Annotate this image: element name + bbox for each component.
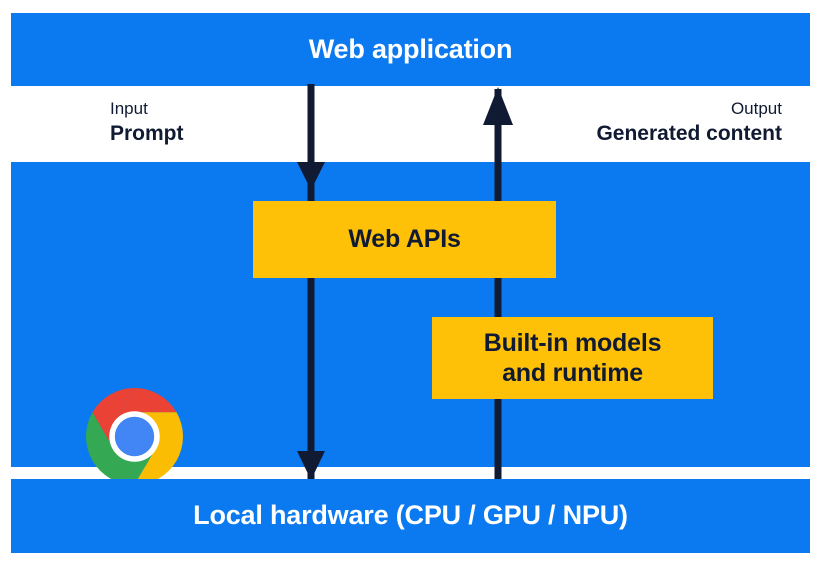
band-web-application: Web application <box>11 13 810 86</box>
chrome-logo-icon <box>85 388 183 485</box>
band-local-hardware: Local hardware (CPU / GPU / NPU) <box>11 479 810 553</box>
box-built-in-models-line1: Built-in models <box>483 328 662 357</box>
band-local-hardware-label: Local hardware (CPU / GPU / NPU) <box>193 500 628 531</box>
box-built-in-models: Built-in models and runtime <box>432 317 713 399</box>
flow-output-title: Generated content <box>596 121 782 145</box>
flow-label-output: Output Generated content <box>596 99 782 146</box>
box-web-apis-label: Web APIs <box>348 225 461 254</box>
box-web-apis: Web APIs <box>253 201 556 278</box>
flow-input-title: Prompt <box>110 121 184 145</box>
box-built-in-models-line2: and runtime <box>502 359 643 387</box>
flow-input-kicker: Input <box>110 99 148 118</box>
box-built-in-models-label: Built-in models and runtime <box>484 328 662 389</box>
flow-output-kicker: Output <box>730 99 782 118</box>
band-web-application-label: Web application <box>308 33 513 64</box>
flow-label-input: Input Prompt <box>110 99 184 146</box>
